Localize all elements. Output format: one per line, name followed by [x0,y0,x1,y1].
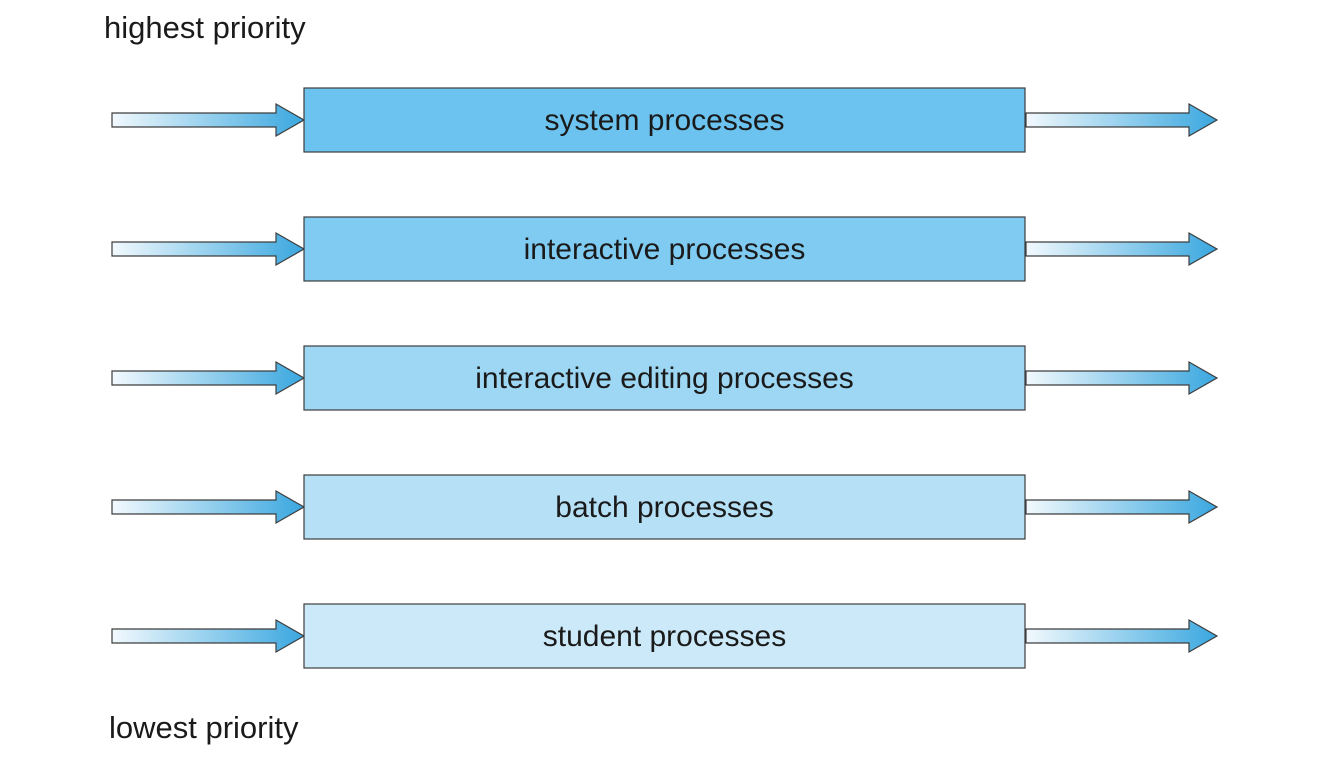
outgoing-arrow [1025,102,1219,138]
queue-box [303,216,1026,282]
queue-box [303,474,1026,540]
queue-box [303,87,1026,153]
incoming-arrow [111,102,306,138]
queue-label: system processes [544,104,784,137]
queue-label: interactive processes [524,233,806,266]
queue-box [303,603,1026,669]
outgoing-arrow [1025,231,1219,267]
outgoing-arrow [1025,360,1219,396]
incoming-arrow [111,618,306,654]
lowest-priority-label: lowest priority [109,710,299,745]
incoming-arrow [111,231,306,267]
highest-priority-label: highest priority [104,10,306,45]
outgoing-arrow [1025,618,1219,654]
queue-label: interactive editing processes [475,362,854,395]
queue-row: interactive editing processes [111,345,1219,411]
outgoing-arrow [1025,489,1219,525]
incoming-arrow [111,360,306,396]
queue-row: system processes [111,87,1219,153]
queue-row: batch processes [111,474,1219,540]
queue-label: batch processes [555,491,773,524]
queue-label: student processes [543,620,786,653]
queue-box [303,345,1026,411]
queue-row: student processes [111,603,1219,669]
incoming-arrow [111,489,306,525]
queue-row: interactive processes [111,216,1219,282]
